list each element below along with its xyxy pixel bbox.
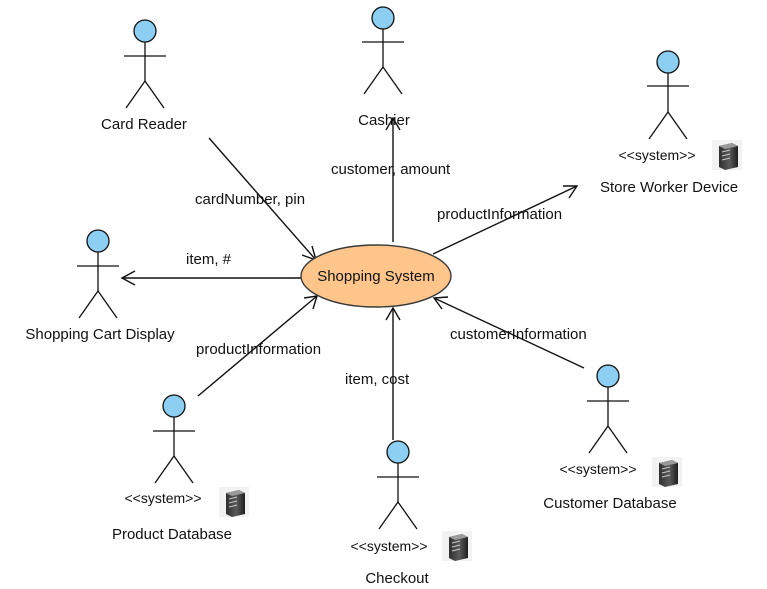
stereotype-label: <<system>> bbox=[350, 538, 427, 554]
actor-card-reader[interactable]: Card Reader bbox=[101, 19, 187, 133]
shopping-system-node[interactable]: Shopping System bbox=[300, 244, 452, 308]
actor-store-worker-device[interactable]: <<system>> Store Worker Device bbox=[600, 50, 742, 196]
flow-label-store-worker: productInformation bbox=[437, 206, 562, 223]
stereotype-label: <<system>> bbox=[124, 490, 201, 506]
server-icon bbox=[652, 457, 682, 487]
actor-name: Checkout bbox=[365, 570, 429, 587]
server-icon bbox=[712, 140, 742, 170]
stick-figure-icon bbox=[124, 19, 166, 109]
stick-figure-icon bbox=[77, 229, 119, 319]
flow-system-to-shopping-cart-display bbox=[120, 270, 302, 286]
actor-name: Cashier bbox=[358, 112, 410, 129]
stick-figure-icon bbox=[362, 6, 404, 95]
flow-label-product-database: productInformation bbox=[196, 341, 321, 358]
flow-label-cashier: customer, amount bbox=[331, 161, 451, 178]
actor-cashier[interactable]: Cashier bbox=[358, 6, 410, 129]
actor-name: Shopping Cart Display bbox=[25, 326, 175, 343]
flow-label-card-reader: cardNumber, pin bbox=[195, 191, 305, 208]
shopping-system-ellipse bbox=[300, 244, 452, 308]
actor-name: Store Worker Device bbox=[600, 179, 738, 196]
stick-figure-icon bbox=[587, 364, 629, 454]
actor-customer-database[interactable]: <<system>> Customer Database bbox=[543, 364, 682, 512]
flow-product-database-to-system bbox=[197, 295, 318, 397]
stick-figure-icon bbox=[647, 50, 689, 140]
actor-name: Card Reader bbox=[101, 116, 187, 133]
flow-system-to-cashier bbox=[385, 116, 401, 242]
flow-label-checkout: item, cost bbox=[345, 371, 410, 388]
stereotype-label: <<system>> bbox=[559, 461, 636, 477]
actor-checkout[interactable]: <<system>> Checkout bbox=[350, 440, 472, 587]
actor-name: Customer Database bbox=[543, 495, 676, 512]
actor-product-database[interactable]: <<system>> Product Database bbox=[112, 394, 249, 543]
actor-name: Product Database bbox=[112, 526, 232, 543]
stereotype-label: <<system>> bbox=[618, 147, 695, 163]
flow-customer-database-to-system bbox=[432, 296, 585, 369]
server-icon bbox=[219, 487, 249, 517]
stick-figure-icon bbox=[377, 440, 419, 530]
flow-label-cart-display: item, # bbox=[186, 251, 232, 268]
server-icon bbox=[442, 531, 472, 561]
flow-checkout-to-system bbox=[385, 306, 401, 440]
stick-figure-icon bbox=[153, 394, 195, 484]
shopping-system-label: Shopping System bbox=[317, 268, 435, 285]
actor-shopping-cart-display[interactable]: Shopping Cart Display bbox=[25, 229, 175, 343]
flow-system-to-store-worker-device bbox=[432, 185, 579, 255]
flow-label-customer-database: customerInformation bbox=[450, 326, 587, 343]
